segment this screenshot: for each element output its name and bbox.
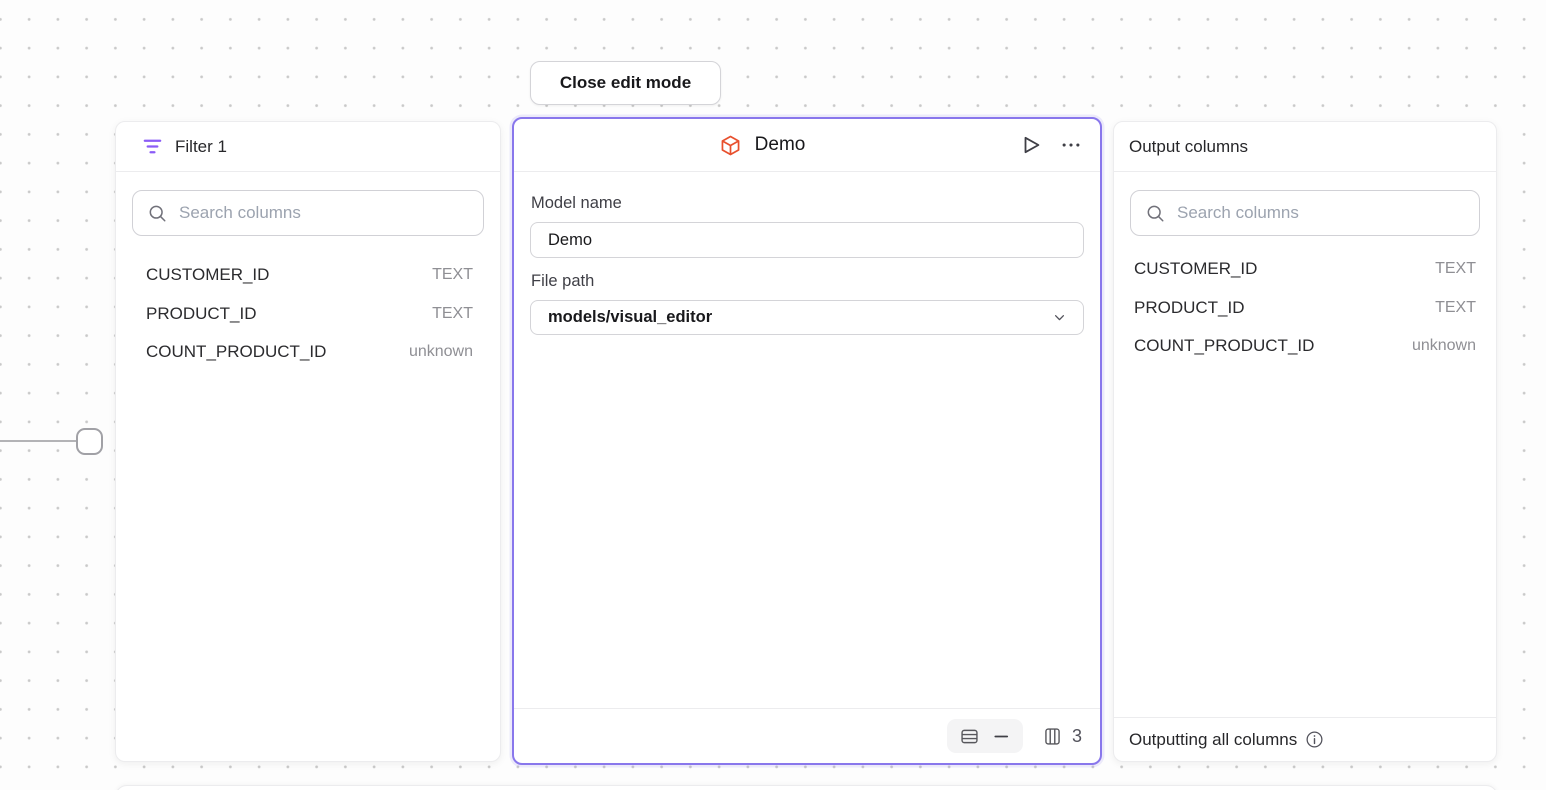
filter-lines-icon [141, 135, 164, 158]
model-panel-header: Demo [514, 119, 1100, 172]
minus-icon [992, 727, 1011, 746]
column-type: TEXT [432, 304, 473, 322]
column-row: CUSTOMER_ID TEXT [116, 256, 500, 295]
model-panel-body: Model name File path models/visual_edito… [514, 172, 1100, 335]
column-type: TEXT [1435, 298, 1476, 316]
table-columns-icon [1042, 726, 1063, 747]
column-row: PRODUCT_ID TEXT [1114, 289, 1496, 328]
bottom-node-panel [115, 785, 1498, 790]
column-name: PRODUCT_ID [1134, 297, 1245, 317]
column-row: CUSTOMER_ID TEXT [1114, 250, 1496, 289]
output-panel-footer: Outputting all columns [1114, 717, 1496, 761]
output-columns-panel: Output columns CUSTOMER_ID TEXT PRODUCT_… [1113, 121, 1497, 762]
output-search-input[interactable] [1177, 203, 1465, 223]
run-model-button[interactable] [1019, 133, 1043, 157]
filter-panel-title: Filter 1 [175, 136, 227, 156]
ellipsis-icon [1060, 134, 1082, 156]
connector-handle[interactable] [76, 428, 103, 455]
column-type: unknown [408, 343, 473, 361]
model-title-group: Demo [514, 134, 1010, 157]
more-options-button[interactable] [1060, 134, 1082, 156]
cube-icon [719, 134, 742, 157]
output-footer-text: Outputting all columns [1129, 729, 1298, 749]
model-node-panel: Demo [512, 117, 1102, 765]
close-edit-mode-button[interactable]: Close edit mode [530, 61, 721, 105]
column-count-value: 3 [1071, 725, 1082, 746]
search-icon [1145, 203, 1166, 224]
output-search-box [1130, 190, 1480, 236]
connector-edge [0, 440, 77, 442]
column-name: CUSTOMER_ID [1134, 259, 1258, 279]
column-type: unknown [1411, 337, 1476, 355]
model-name-label: Model name [531, 194, 622, 212]
model-panel-title: Demo [754, 134, 806, 155]
filter-node-panel: Filter 1 CUSTOMER_ID TEXT PRODUCT_ID TEX… [115, 121, 501, 762]
filter-search-input[interactable] [179, 203, 469, 223]
file-path-label: File path [531, 272, 595, 290]
filter-search-box [132, 190, 484, 236]
search-icon [147, 203, 168, 224]
output-panel-title: Output columns [1129, 136, 1249, 156]
column-count-indicator: 3 [1042, 726, 1082, 747]
output-column-list: CUSTOMER_ID TEXT PRODUCT_ID TEXT COUNT_P… [1114, 250, 1496, 366]
chevron-down-icon [1051, 309, 1068, 326]
model-name-input[interactable] [530, 222, 1084, 258]
info-icon[interactable] [1305, 730, 1324, 749]
column-name: CUSTOMER_ID [146, 265, 270, 285]
column-name: PRODUCT_ID [146, 303, 257, 323]
column-row: COUNT_PRODUCT_ID unknown [1114, 327, 1496, 366]
model-panel-footer: 3 [514, 708, 1100, 763]
file-path-value: models/visual_editor [548, 308, 713, 326]
table-rows-icon [959, 726, 980, 747]
filter-panel-header: Filter 1 [116, 122, 500, 172]
row-count-button[interactable] [946, 719, 1023, 753]
column-name: COUNT_PRODUCT_ID [146, 342, 327, 362]
play-icon [1019, 133, 1043, 157]
file-path-select[interactable]: models/visual_editor [530, 300, 1084, 335]
column-row: PRODUCT_ID TEXT [116, 295, 500, 334]
column-row: COUNT_PRODUCT_ID unknown [116, 333, 500, 372]
filter-column-list: CUSTOMER_ID TEXT PRODUCT_ID TEXT COUNT_P… [116, 256, 500, 372]
column-type: TEXT [432, 266, 473, 284]
column-name: COUNT_PRODUCT_ID [1134, 336, 1315, 356]
output-panel-header: Output columns [1114, 122, 1496, 172]
model-header-actions [1019, 133, 1082, 157]
column-type: TEXT [1435, 260, 1476, 278]
